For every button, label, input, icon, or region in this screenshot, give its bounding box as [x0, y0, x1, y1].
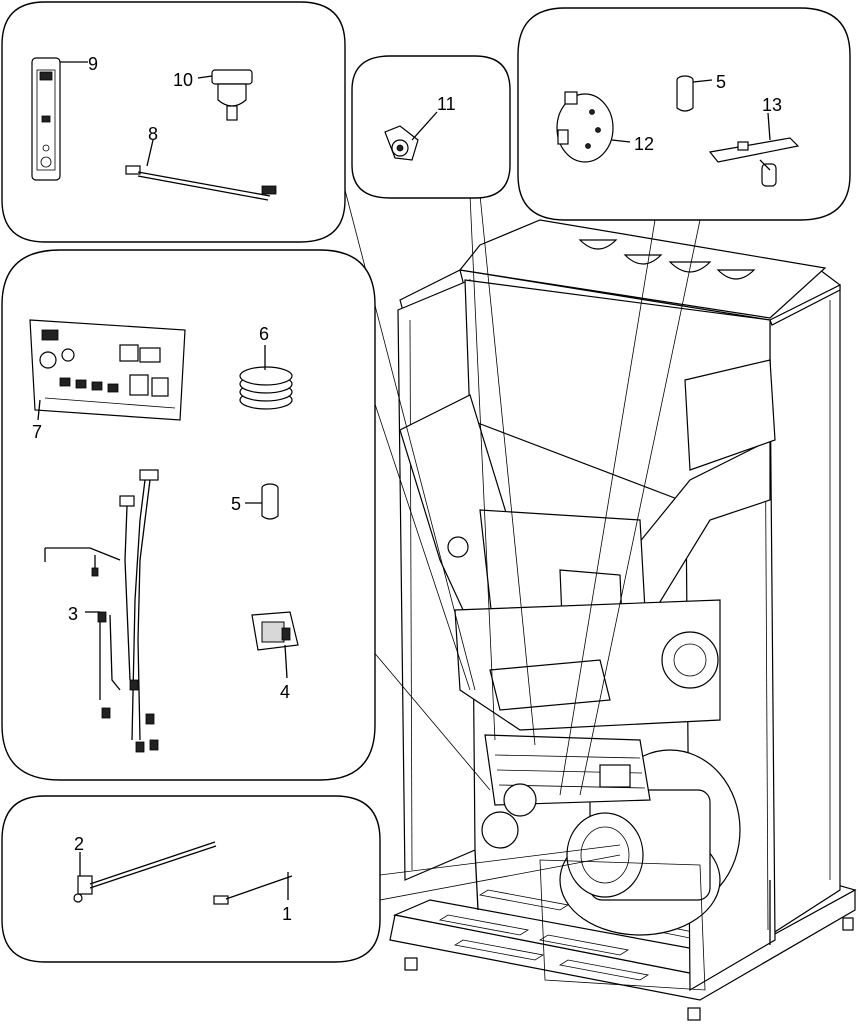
sleeve-part-top [676, 75, 694, 112]
callout-6: 6 [259, 324, 269, 344]
control-board-part [29, 319, 186, 421]
callout-labels: 1 2 3 4 5 5 6 7 8 9 10 11 12 13 [32, 54, 782, 924]
callout-1: 1 [282, 904, 292, 924]
bubble-pressure-switch [517, 7, 851, 221]
sensor-wire-part [125, 165, 277, 201]
rod-part [213, 875, 293, 905]
sleeve-part-mid [261, 483, 279, 520]
furnace-cabinet [389, 219, 857, 1021]
wire-harness-part [44, 469, 159, 753]
callout-8: 8 [148, 124, 158, 144]
callout-11: 11 [437, 94, 456, 114]
igniter-part [708, 137, 800, 187]
bubble-limit-switch [351, 55, 511, 199]
coil-part [239, 366, 293, 410]
callout-2: 2 [74, 834, 84, 854]
bubble-electrical [1, 249, 376, 781]
flame-sensor-part [73, 841, 217, 903]
callout-9: 9 [88, 54, 98, 74]
callout-4: 4 [280, 682, 290, 702]
rocker-switch-part [251, 611, 299, 651]
pressure-switch-small-part [211, 69, 253, 121]
callout-7: 7 [32, 422, 42, 442]
pressure-switch-part [556, 91, 614, 163]
callout-5a: 5 [231, 494, 241, 514]
callout-13: 13 [762, 95, 782, 115]
bubble-sensors-bottom [1, 795, 381, 963]
limit-switch-part [384, 125, 419, 161]
display-panel-part [31, 57, 61, 181]
callout-12: 12 [634, 134, 654, 154]
callout-3: 3 [68, 604, 78, 624]
callout-5b: 5 [716, 72, 726, 92]
bubble-controls-top-left [1, 1, 346, 243]
callout-10: 10 [173, 70, 193, 90]
